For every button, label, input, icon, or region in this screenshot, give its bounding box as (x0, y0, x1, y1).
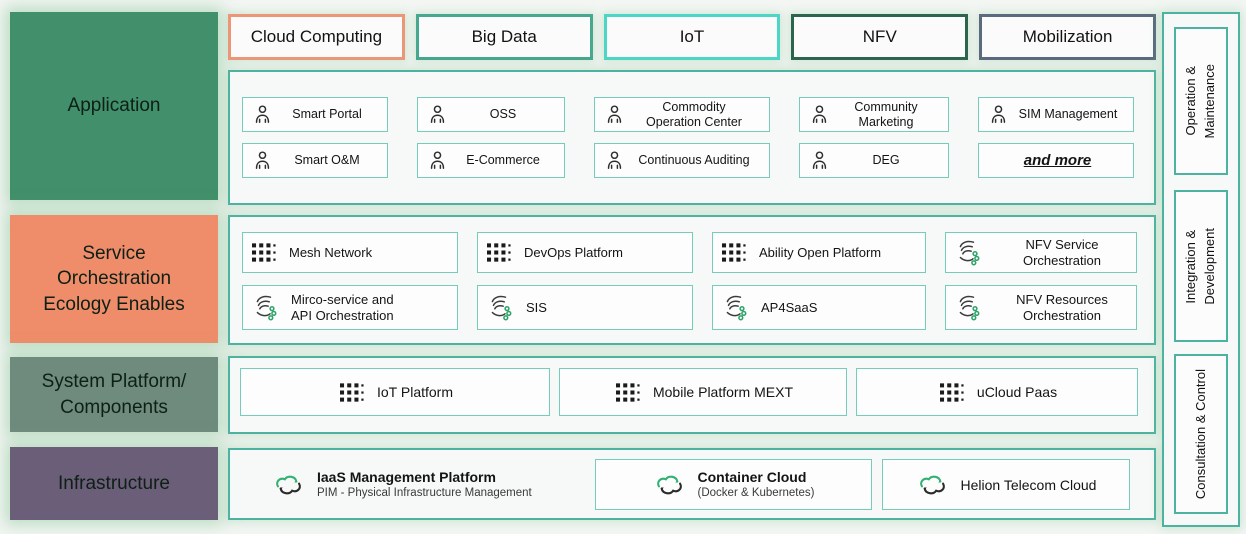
app-item-label: OSS (489, 107, 517, 122)
inf-item-helion-telecom-cloud: Helion Telecom Cloud (882, 459, 1130, 510)
inf-item-iaas-management: IaaS Management Platform PIM - Physical … (272, 459, 532, 510)
app-item-community-marketing: Community Marketing (799, 97, 949, 132)
person-icon (430, 151, 445, 169)
app-item-smart-portal: Smart Portal (242, 97, 388, 132)
category-infrastructure: Infrastructure (10, 447, 218, 520)
category-system-platform: System Platform/ Components (10, 357, 218, 432)
svc-item-label: NFV Resources Orchestration (1016, 292, 1108, 323)
orchestration-icon (959, 240, 980, 266)
grid-icon (939, 382, 964, 402)
tag-iot: IoT (603, 14, 781, 60)
person-icon (255, 105, 270, 123)
sidebar-label: Operation & Maintenance (1183, 63, 1217, 139)
app-item-label: SIM Management (1018, 107, 1118, 122)
sys-item-mobile-platform-mext: Mobile Platform MEXT (559, 368, 847, 416)
orchestration-icon (959, 295, 980, 321)
svc-item-label: DevOps Platform (524, 244, 623, 260)
sidebar-operation-maintenance: Operation & Maintenance (1174, 27, 1228, 175)
orchestration-icon (491, 295, 512, 321)
svc-item-ap4saas: AP4SaaS (712, 285, 926, 330)
inf-item-title: Container Cloud (697, 468, 807, 485)
sys-item-ucloud-paas: uCloud Paas (856, 368, 1138, 416)
system-platform-section: IoT Platform Mobile Platform MEXT uCloud… (228, 356, 1156, 434)
category-service-orchestration: Service Orchestration Ecology Enables (10, 215, 218, 343)
orchestration-icon (726, 295, 747, 321)
svc-item-devops-platform: DevOps Platform (477, 232, 693, 273)
tag-cloud-computing: Cloud Computing (228, 14, 405, 60)
sys-item-label: uCloud Paas (976, 383, 1058, 400)
app-item-label: DEG (872, 153, 900, 168)
app-item-label: Continuous Auditing (638, 153, 750, 168)
person-icon (812, 105, 827, 123)
sys-item-label: Mobile Platform MEXT (652, 383, 794, 400)
app-item-label: Commodity Operation Center (646, 99, 742, 129)
grid-icon (340, 382, 364, 402)
person-icon (607, 151, 622, 169)
person-icon (991, 105, 1006, 123)
sys-item-label: IoT Platform (377, 383, 453, 400)
application-section: Smart Portal OSS Commodity Operation Cen… (228, 70, 1156, 205)
grid-icon (252, 243, 276, 262)
svc-item-micro-service-api-orchestration: Mirco-service and API Orchestration (242, 285, 458, 330)
and-more-label: and more (1023, 152, 1092, 169)
infrastructure-section: IaaS Management Platform PIM - Physical … (228, 448, 1156, 520)
app-item-label: E-Commerce (466, 153, 540, 168)
svc-item-label: SIS (526, 299, 547, 315)
svc-item-label: AP4SaaS (761, 299, 818, 315)
svc-item-label: Mirco-service and API Orchestration (291, 291, 394, 323)
person-icon (812, 151, 827, 169)
svc-item-sis: SIS (477, 285, 693, 330)
inf-item-subtitle: (Docker & Kubernetes) (697, 487, 815, 500)
inf-item-title: Helion Telecom Cloud (960, 476, 1097, 493)
svc-item-nfv-resources-orchestration: NFV Resources Orchestration (945, 285, 1137, 330)
lifecycle-sidebar: Operation & Maintenance Integration & De… (1162, 12, 1240, 527)
orchestration-icon (256, 295, 277, 321)
svc-item-label: Mesh Network (289, 244, 373, 260)
tag-big-data: Big Data (415, 14, 593, 60)
sidebar-label: Consultation & Control (1192, 368, 1208, 500)
app-item-and-more: and more (978, 143, 1134, 178)
grid-icon (615, 382, 640, 402)
sidebar-consultation-control: Consultation & Control (1174, 354, 1228, 514)
inf-item-container-cloud: Container Cloud (Docker & Kubernetes) (595, 459, 872, 510)
person-icon (430, 105, 445, 123)
svc-item-label: NFV Service Orchestration (1022, 237, 1102, 268)
app-item-label: Community Marketing (854, 99, 918, 129)
app-item-commodity-operation-center: Commodity Operation Center (594, 97, 770, 132)
person-icon (255, 151, 270, 169)
sidebar-integration-development: Integration & Development (1174, 190, 1228, 342)
app-item-e-commerce: E-Commerce (417, 143, 565, 178)
technology-tags-row: Cloud Computing Big Data IoT NFV Mobiliz… (228, 14, 1156, 60)
sidebar-label: Integration & Development (1183, 227, 1217, 305)
grid-icon (722, 243, 746, 262)
category-application: Application (10, 12, 218, 200)
app-item-continuous-auditing: Continuous Auditing (594, 143, 770, 178)
app-item-oss: OSS (417, 97, 565, 132)
cloud-sync-icon (656, 475, 682, 494)
app-item-label: Smart Portal (292, 107, 362, 122)
tag-mobilization: Mobilization (979, 14, 1156, 60)
cloud-sync-icon (276, 475, 301, 494)
person-icon (607, 105, 622, 123)
svc-item-ability-open-platform: Ability Open Platform (712, 232, 926, 273)
app-item-label: Smart O&M (294, 153, 360, 168)
service-orchestration-section: Mesh Network DevOps Platform Ability Ope… (228, 215, 1156, 345)
sys-item-iot-platform: IoT Platform (240, 368, 550, 416)
app-item-smart-oandm: Smart O&M (242, 143, 388, 178)
app-item-sim-management: SIM Management (978, 97, 1134, 132)
cloud-sync-icon (919, 475, 945, 494)
svc-item-mesh-network: Mesh Network (242, 232, 458, 273)
inf-item-subtitle: PIM - Physical Infrastructure Management (317, 487, 532, 500)
svc-item-nfv-service-orchestration: NFV Service Orchestration (945, 232, 1137, 273)
tag-nfv: NFV (791, 14, 969, 60)
app-item-deg: DEG (799, 143, 949, 178)
grid-icon (487, 243, 511, 262)
inf-item-title: IaaS Management Platform (317, 468, 496, 485)
svc-item-label: Ability Open Platform (759, 244, 882, 260)
